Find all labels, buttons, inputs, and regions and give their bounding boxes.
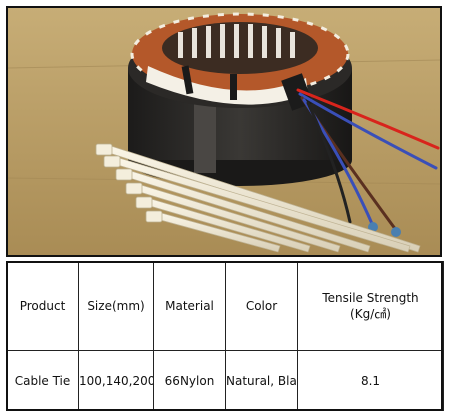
lead-wires: [296, 88, 440, 237]
header-color: Color: [225, 260, 298, 352]
spec-table: Product Size(mm) Material Color Tensile …: [6, 260, 444, 411]
tie-head-icon: [95, 143, 113, 156]
header-material: Material: [153, 260, 226, 352]
cell-size-text: 100,140,200: [79, 373, 153, 388]
cable-ties: [95, 143, 421, 253]
cell-size: 100,140,200: [78, 350, 154, 411]
header-tensile-strength: Tensile Strength (Kg/㎠): [297, 260, 444, 352]
header-product: Product: [6, 260, 79, 352]
stator-cable-tie-image: [8, 8, 440, 255]
cell-product: Cable Tie: [6, 350, 79, 411]
cell-color: Natural, Black: [225, 350, 298, 411]
cell-material: 66Nylon: [153, 350, 226, 411]
motor-stator: [128, 12, 352, 186]
header-tensile-line1: Tensile Strength: [322, 291, 419, 306]
cell-color-text: Natural, Black: [226, 373, 297, 388]
product-photo: [6, 6, 442, 257]
table-row: Cable Tie 100,140,200 66Nylon Natural, B…: [6, 350, 444, 411]
cell-tensile: 8.1: [297, 350, 444, 411]
table-header-row: Product Size(mm) Material Color Tensile …: [6, 260, 444, 352]
header-tensile-line2: (Kg/㎠): [350, 307, 391, 322]
header-size: Size(mm): [78, 260, 154, 352]
